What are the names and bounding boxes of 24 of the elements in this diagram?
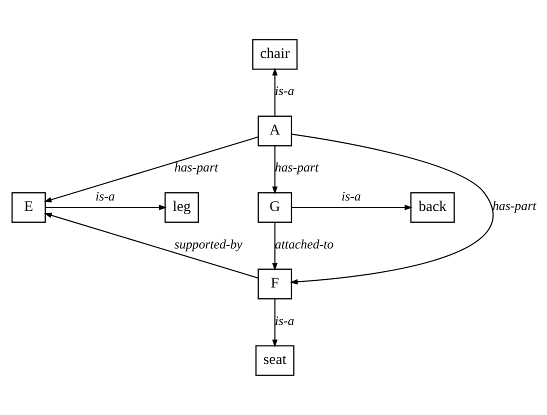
edge-label: is-a bbox=[274, 314, 294, 328]
arrow bbox=[44, 136, 258, 202]
node-box: G bbox=[258, 192, 292, 223]
node-box: chair bbox=[252, 39, 298, 70]
edge-label: supported-by bbox=[174, 237, 242, 252]
arrow bbox=[272, 68, 278, 116]
arrow bbox=[292, 204, 412, 210]
edge-label: is-a bbox=[96, 189, 115, 204]
node-box: E bbox=[12, 192, 46, 223]
node-box: A bbox=[258, 116, 292, 146]
arrow bbox=[44, 212, 258, 279]
arrow bbox=[272, 146, 278, 194]
arrow bbox=[272, 222, 278, 271]
edge-label: has-part bbox=[174, 160, 218, 175]
arrow bbox=[45, 204, 167, 210]
node-box: leg bbox=[164, 192, 199, 223]
edge-label: is-a bbox=[342, 189, 361, 204]
arrow bbox=[290, 134, 493, 285]
node-box: back bbox=[410, 192, 455, 223]
node-box: F bbox=[258, 268, 292, 300]
edge-label: is-a bbox=[274, 84, 294, 98]
arrow bbox=[272, 299, 278, 348]
node-box: seat bbox=[255, 345, 294, 376]
edge-label: has-part bbox=[492, 198, 536, 213]
